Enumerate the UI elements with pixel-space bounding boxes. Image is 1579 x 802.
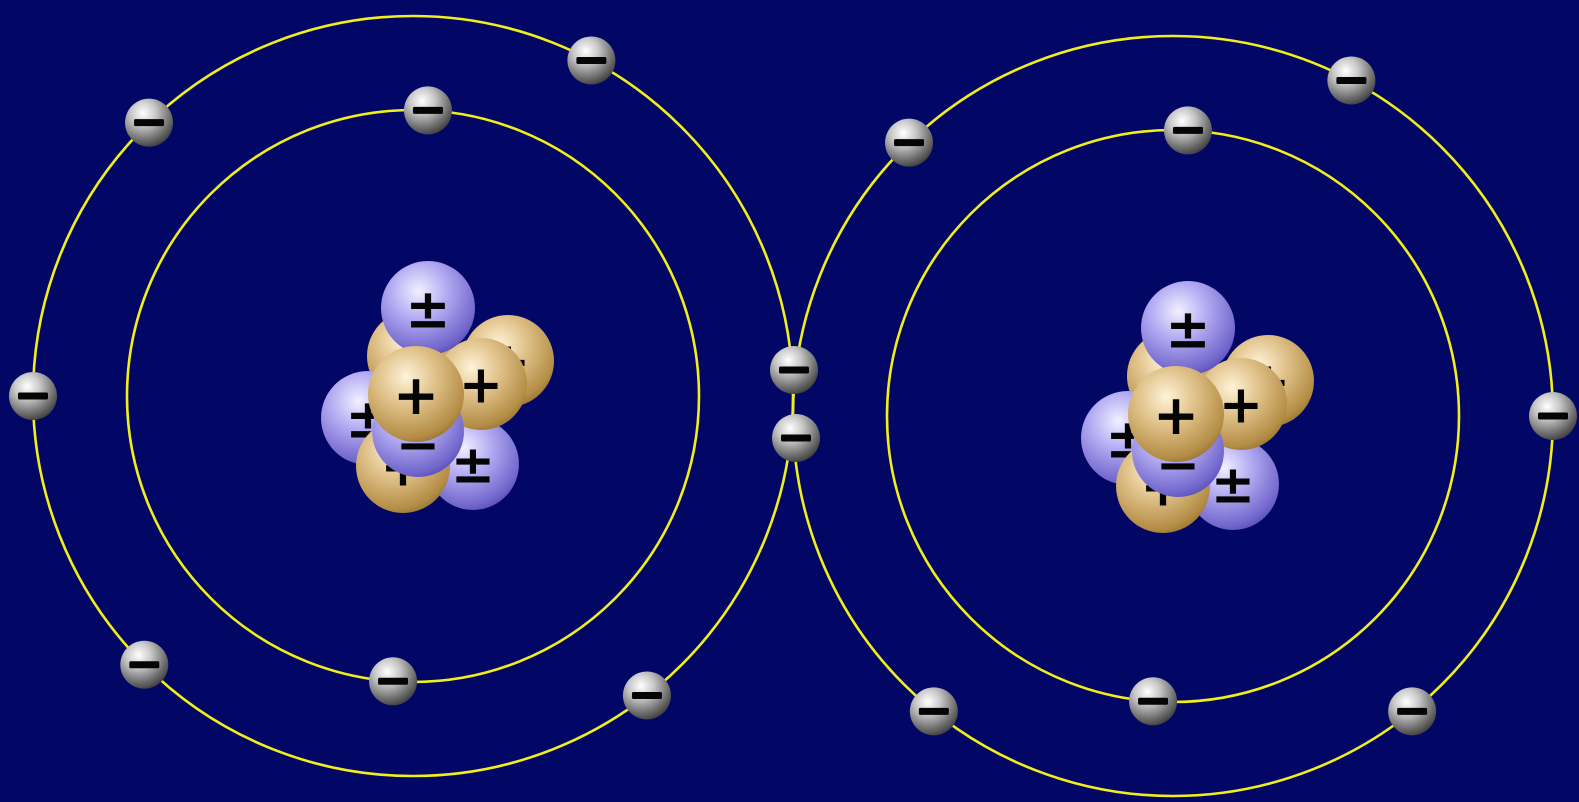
outer-shell-electron [1327, 56, 1375, 104]
atom-right: ++±±++±±+ [793, 36, 1577, 796]
outer-shell-electron [623, 671, 671, 719]
inner-shell-electron [1164, 106, 1212, 154]
nucleus: ++±±++±±+ [1081, 281, 1314, 533]
minus-sign [18, 393, 48, 400]
minus-sign [1397, 708, 1427, 715]
minus-sign [894, 139, 924, 146]
minus-sign [779, 367, 809, 374]
outer-shell-electron [1388, 687, 1436, 735]
proton-symbol: + [393, 363, 439, 427]
minus-sign [919, 708, 949, 715]
outer-shell-electron [885, 119, 933, 167]
outer-shell-electron [1529, 392, 1577, 440]
minus-sign [413, 107, 443, 114]
proton-symbol: + [1153, 383, 1199, 447]
inner-shell-electron [404, 86, 452, 134]
shared-electron-pair [770, 346, 820, 462]
minus-sign [1138, 698, 1168, 705]
outer-shell-electron [120, 641, 168, 689]
minus-sign [378, 678, 408, 685]
inner-shell-electron [1129, 677, 1177, 725]
proton: + [1128, 366, 1224, 462]
minus-sign [129, 661, 159, 668]
neutron-symbol: ± [1165, 298, 1210, 361]
proton: + [368, 346, 464, 442]
shared-electron [770, 346, 818, 394]
electrons [9, 36, 671, 719]
neutron: ± [381, 261, 475, 355]
minus-sign [632, 692, 662, 699]
outer-shell-electron [9, 372, 57, 420]
proton-symbol: + [1219, 375, 1263, 436]
nucleus: ++±±++±±+ [321, 261, 554, 513]
outer-shell-electron [567, 36, 615, 84]
outer-shell-electron [910, 687, 958, 735]
neutron-symbol: ± [405, 278, 450, 341]
minus-sign [1538, 413, 1568, 420]
minus-sign [1336, 77, 1366, 84]
minus-sign [576, 57, 606, 64]
proton-symbol: + [459, 355, 503, 416]
minus-sign [781, 435, 811, 442]
minus-sign [134, 119, 164, 126]
atom-left: ++±±++±±+ [9, 16, 793, 776]
outer-shell-electron [125, 99, 173, 147]
shared-electron [772, 414, 820, 462]
inner-shell-electron [369, 657, 417, 705]
minus-sign [1173, 127, 1203, 134]
neutron: ± [1141, 281, 1235, 375]
